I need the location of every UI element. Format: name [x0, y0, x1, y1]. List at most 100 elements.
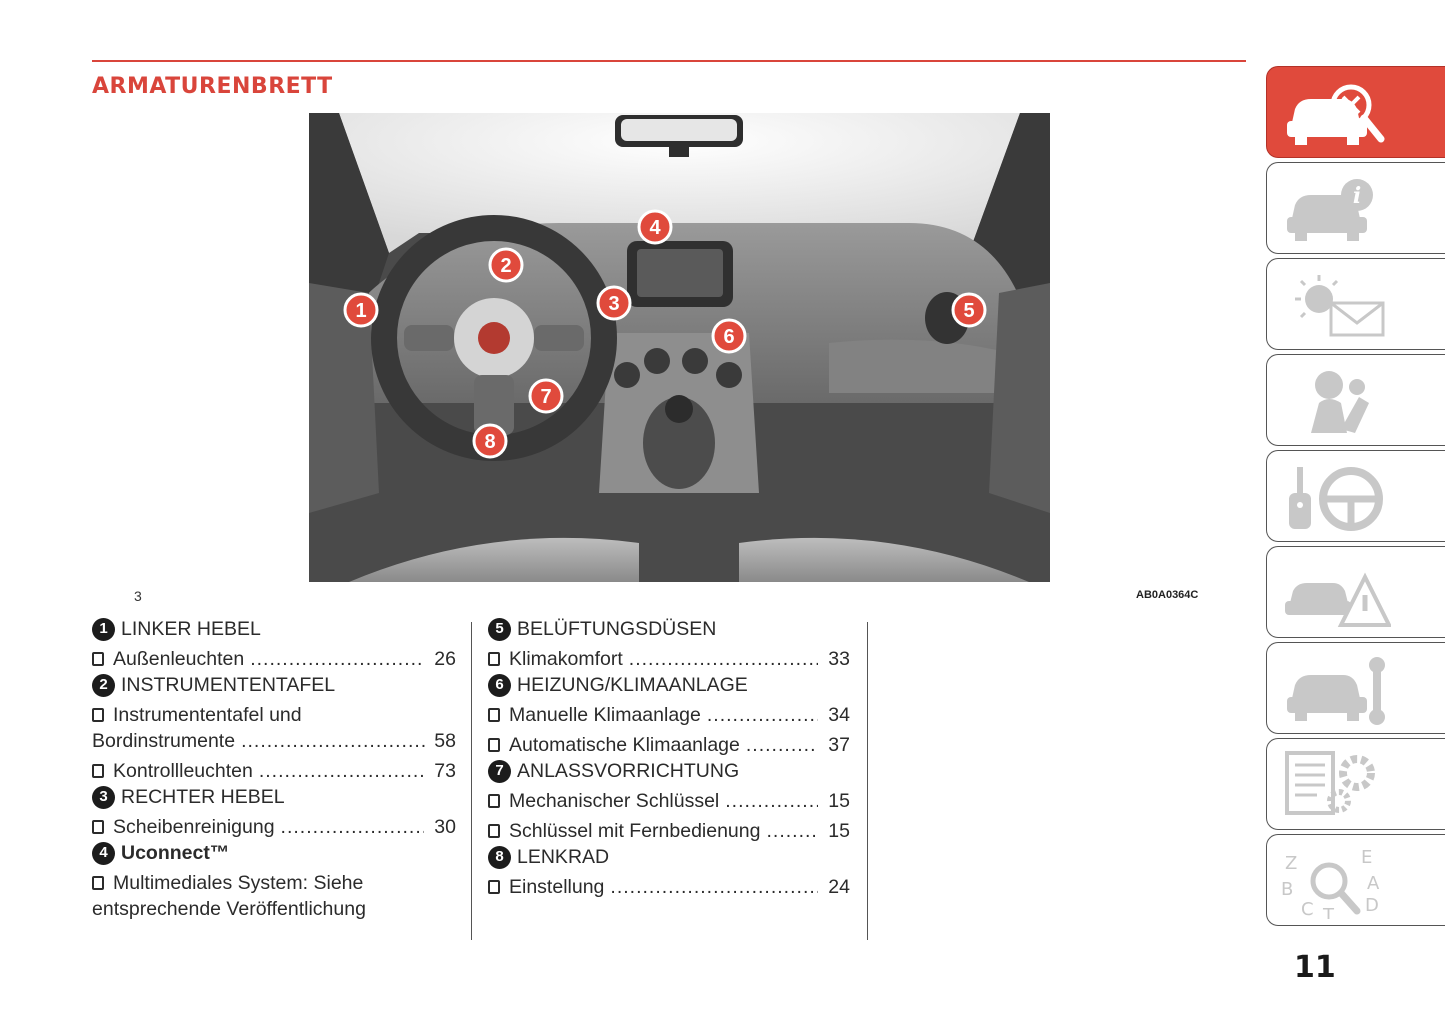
legend-entry[interactable]: Automatische Klimaanlage 37 [488, 732, 850, 758]
legend-column-left: 1 LINKER HEBEL Außenleuchten 26 2 INSTRU… [92, 616, 456, 926]
square-bullet-icon [488, 794, 500, 808]
page-reference: 34 [828, 704, 850, 726]
tab-getting-to-know[interactable]: i [1266, 162, 1445, 254]
tab-index[interactable]: Z E B A C T D [1266, 834, 1445, 926]
car-info-icon: i [1287, 179, 1373, 241]
legend-entry-continued[interactable]: entsprechende Veröffentlichung [92, 898, 366, 920]
square-bullet-icon [92, 652, 104, 666]
dashboard-illustration: 1 2 3 4 5 6 7 8 [309, 113, 1050, 582]
figure-number: 3 [134, 588, 142, 604]
number-badge: 5 [488, 617, 511, 641]
legend-entry-continued[interactable]: Bordinstrumente 58 [92, 728, 456, 754]
legend-entry[interactable]: Schlüssel mit Fernbedienung 15 [488, 818, 850, 844]
legend-heading: 2 INSTRUMENTENTAFEL [92, 672, 456, 698]
legend-entry[interactable]: Scheibenreinigung 30 [92, 814, 456, 840]
legend-column-right: 5 BELÜFTUNGSDÜSEN Klimakomfort 33 6 HEIZ… [488, 616, 850, 904]
svg-text:2: 2 [500, 255, 511, 277]
tab-emergency[interactable] [1266, 546, 1445, 638]
page-reference: 24 [828, 876, 850, 898]
tab-safety[interactable] [1266, 354, 1445, 446]
square-bullet-icon [92, 764, 104, 778]
tab-warning-lights[interactable] [1266, 258, 1445, 350]
legend-heading: 8 LENKRAD [488, 844, 850, 870]
tab-technical-data[interactable] [1266, 738, 1445, 830]
legend-entry[interactable]: Multimediales System: Siehe [92, 870, 456, 896]
number-badge: 3 [92, 785, 115, 809]
square-bullet-icon [488, 652, 500, 666]
legend-entry[interactable]: Einstellung 24 [488, 874, 850, 900]
svg-text:B: B [1281, 879, 1293, 900]
page-reference: 58 [434, 730, 456, 752]
page-reference: 33 [828, 648, 850, 670]
car-maintenance-icon [1287, 657, 1385, 725]
tab-starting-driving[interactable] [1266, 450, 1445, 542]
index-search-icon: Z E B A C T D [1281, 847, 1380, 919]
car-inspect-icon [1287, 84, 1385, 145]
technical-data-icon [1285, 751, 1375, 815]
legend-entry[interactable]: Außenleuchten 26 [92, 646, 456, 672]
header-rule [92, 60, 1246, 62]
number-badge: 7 [488, 759, 511, 783]
column-divider [471, 622, 472, 940]
svg-text:7: 7 [540, 386, 551, 408]
warning-lights-icon [1295, 275, 1385, 337]
svg-text:6: 6 [723, 326, 734, 348]
safety-airbag-icon [1311, 371, 1369, 433]
callout-marker-4: 4 [637, 209, 673, 245]
number-badge: 1 [92, 617, 115, 641]
square-bullet-icon [488, 708, 500, 722]
legend-heading: 5 BELÜFTUNGSDÜSEN [488, 616, 850, 642]
tab-servicing[interactable] [1266, 642, 1445, 734]
legend-heading: 3 RECHTER HEBEL [92, 784, 456, 810]
page-reference: 15 [828, 790, 850, 812]
square-bullet-icon [488, 738, 500, 752]
svg-text:i: i [1353, 183, 1361, 209]
number-badge: 4 [92, 841, 115, 865]
square-bullet-icon [92, 876, 104, 890]
figure-code: AB0A0364C [1136, 589, 1199, 601]
page-title: ARMATURENBRETT [92, 74, 333, 99]
number-badge: 2 [92, 673, 115, 697]
legend-entry[interactable]: Mechanischer Schlüssel 15 [488, 788, 850, 814]
key-steering-icon [1289, 467, 1383, 531]
legend-entry[interactable]: Instrumententafel und [92, 702, 456, 728]
callout-marker-5: 5 [951, 292, 987, 328]
page-reference: 30 [434, 816, 456, 838]
callout-marker-7: 7 [528, 378, 564, 414]
svg-text:C: C [1301, 899, 1314, 919]
car-emergency-icon [1285, 572, 1391, 627]
legend-heading: 4 Uconnect™ [92, 840, 456, 866]
callout-marker-2: 2 [488, 247, 524, 283]
callout-marker-6: 6 [711, 318, 747, 354]
svg-text:5: 5 [963, 300, 974, 322]
square-bullet-icon [92, 708, 104, 722]
legend-entry[interactable]: Klimakomfort 33 [488, 646, 850, 672]
callout-marker-1: 1 [343, 292, 379, 328]
square-bullet-icon [92, 820, 104, 834]
number-badge: 6 [488, 673, 511, 697]
square-bullet-icon [488, 824, 500, 838]
svg-text:8: 8 [484, 431, 495, 453]
svg-text:A: A [1367, 873, 1380, 894]
legend-entry[interactable]: Kontrollleuchten 73 [92, 758, 456, 784]
svg-text:Z: Z [1285, 853, 1297, 874]
page-reference: 37 [828, 734, 850, 756]
legend-heading: 7 ANLASSVORRICHTUNG [488, 758, 850, 784]
svg-text:D: D [1365, 895, 1379, 916]
svg-text:4: 4 [649, 217, 661, 239]
legend-heading: 1 LINKER HEBEL [92, 616, 456, 642]
svg-text:T: T [1322, 905, 1335, 919]
legend-entry[interactable]: Manuelle Klimaanlage 34 [488, 702, 850, 728]
number-badge: 8 [488, 845, 511, 869]
page-reference: 15 [828, 820, 850, 842]
tab-dashboard-knowledge[interactable] [1266, 66, 1445, 158]
svg-text:1: 1 [355, 300, 366, 322]
svg-text:E: E [1361, 847, 1372, 868]
column-divider [867, 622, 868, 940]
page-reference: 26 [434, 648, 456, 670]
callout-marker-3: 3 [596, 285, 632, 321]
page-number: 11 [1294, 950, 1336, 985]
svg-text:3: 3 [608, 293, 619, 315]
callout-marker-8: 8 [472, 423, 508, 459]
square-bullet-icon [488, 880, 500, 894]
